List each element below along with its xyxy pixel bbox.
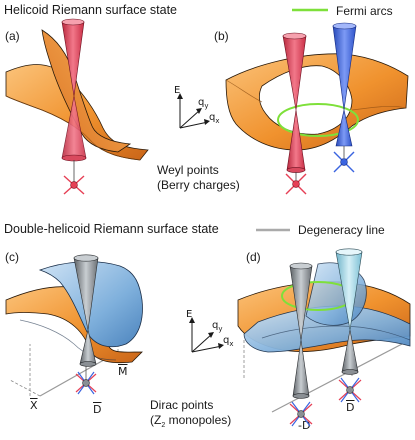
- bottom-axis-qx-label: qx: [223, 335, 234, 348]
- top-axis-e-label: E: [174, 85, 181, 96]
- k-point-m-label: M: [118, 365, 128, 378]
- panel-c-double-helicoid-surface: [5, 261, 143, 364]
- panel-d-dirac-cone-right: [335, 248, 363, 375]
- panel-a-weyl-point-marker: [63, 175, 85, 195]
- bottom-axis-e-label: E: [186, 309, 193, 320]
- panel-c-dirac-cone: [73, 254, 99, 367]
- panel-a-weyl-cone: [61, 18, 87, 183]
- top-section-title: Helicoid Riemann surface state: [4, 3, 177, 17]
- top-axis-triad: [177, 93, 210, 129]
- k-point-minus-d-label: -D: [298, 419, 311, 432]
- panel-b-weyl-point-red: [285, 173, 307, 195]
- panel-b-weyl-cone-red: [282, 32, 307, 180]
- panel-d-label: (d): [246, 250, 261, 264]
- bottom-section-title: Double-helicoid Riemann surface state: [4, 222, 219, 236]
- weyl-points-caption: Weyl points(Berry charges): [157, 163, 240, 192]
- panel-c-dirac-point-marker: [75, 371, 97, 395]
- panel-d-dirac-cone-left: [289, 262, 313, 399]
- k-point-d-label-d: D: [346, 401, 355, 414]
- panel-b-label: (b): [214, 29, 229, 43]
- top-axis-qy-label: qy: [198, 97, 209, 110]
- panel-c-label: (c): [5, 250, 19, 264]
- k-point-d-label-c: D: [93, 403, 102, 416]
- panel-a-label: (a): [5, 29, 20, 43]
- panel-b-weyl-point-blue: [333, 151, 355, 173]
- bottom-axis-qy-label: qy: [212, 320, 223, 333]
- panel-d-dirac-point-d: [338, 377, 362, 403]
- degeneracy-line-legend-label: Degeneracy line: [298, 223, 385, 237]
- top-axis-qx-label: qx: [209, 112, 220, 125]
- dirac-points-caption: Dirac points(Z2 monopoles): [150, 398, 232, 429]
- panel-d-dirac-point-minus-d: [289, 401, 313, 427]
- panel-b-fermi-arc: [277, 103, 359, 137]
- k-point-x-label: X: [30, 399, 38, 412]
- bottom-axis-triad: [189, 317, 224, 353]
- panel-d-double-helicoid-surface: [237, 262, 411, 353]
- panel-b-weyl-cone-blue: [332, 22, 357, 158]
- fermi-arcs-legend-label: Fermi arcs: [336, 4, 393, 18]
